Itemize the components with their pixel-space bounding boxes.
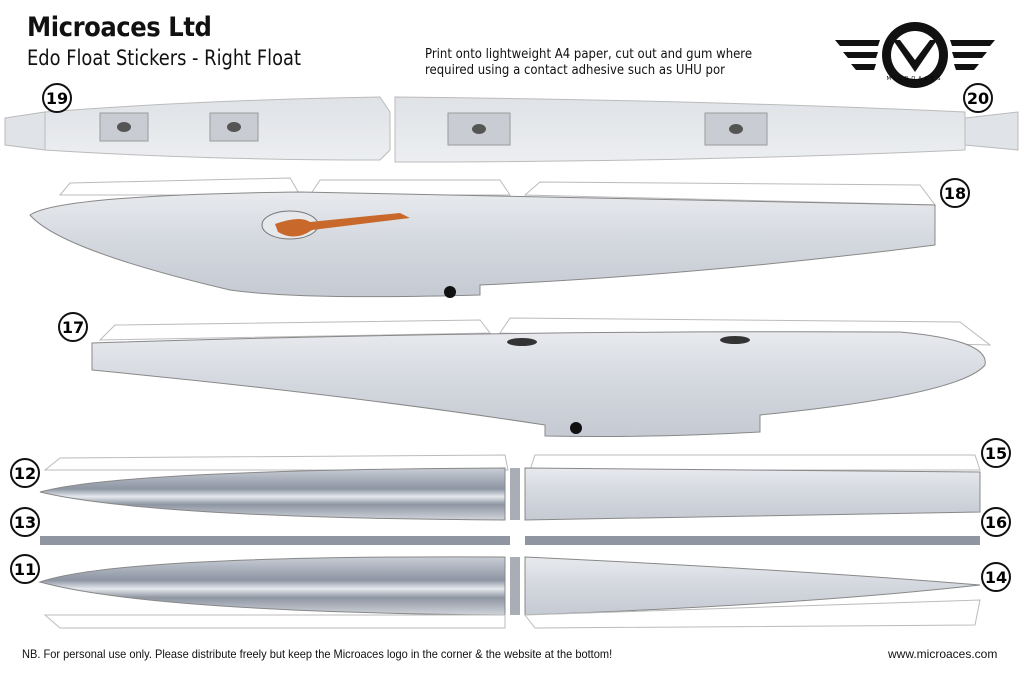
part-17-side xyxy=(91,317,992,437)
instructions-line-1: Print onto lightweight A4 paper, cut out… xyxy=(425,47,753,62)
part-19-bottom-rear xyxy=(4,96,391,161)
part-number-14: 14 xyxy=(985,568,1007,587)
part-13-16-strips xyxy=(40,536,980,545)
part-18-side xyxy=(29,177,937,298)
part-number-15: 15 xyxy=(985,444,1007,463)
instructions-line-2: required using a contact adhesive such a… xyxy=(425,63,725,78)
footer-note: NB. For personal use only. Please distri… xyxy=(22,647,613,661)
part-11-14-hull xyxy=(38,556,981,629)
page-title: Microaces Ltd xyxy=(27,12,212,43)
part-number-16: 16 xyxy=(985,513,1007,532)
part-number-18: 18 xyxy=(944,184,966,203)
part-12-15-hull xyxy=(39,454,981,521)
website-link[interactable]: www.microaces.com xyxy=(888,647,998,661)
page-subtitle: Edo Float Stickers - Right Float xyxy=(27,46,301,70)
part-number-20: 20 xyxy=(967,89,989,108)
part-number-19: 19 xyxy=(46,89,68,108)
part-number-11: 11 xyxy=(14,560,36,579)
part-number-12: 12 xyxy=(14,464,36,483)
logo-text: MICROACES xyxy=(887,76,944,82)
part-20-bottom-front xyxy=(394,96,1019,163)
part-number-17: 17 xyxy=(62,318,84,337)
microaces-logo: MICROACES xyxy=(835,22,995,88)
part-number-13: 13 xyxy=(14,513,36,532)
